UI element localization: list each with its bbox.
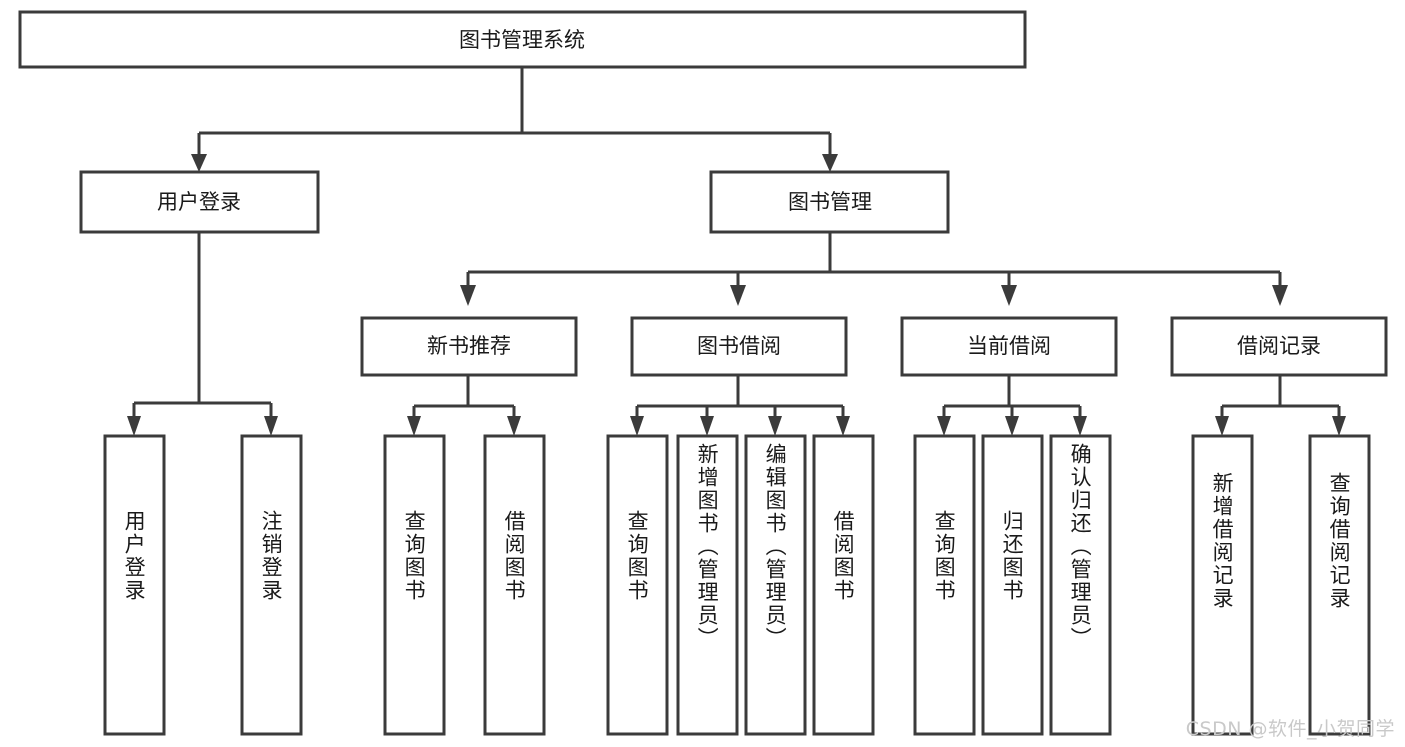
node-box-leaf10[interactable] xyxy=(981,434,1044,736)
arrow-head-login xyxy=(191,154,207,172)
arrow-head-leaf6 xyxy=(700,416,714,436)
arrow-head-leaf11 xyxy=(1073,416,1087,436)
node-box-login[interactable] xyxy=(79,170,320,234)
node-box-leaf8[interactable] xyxy=(812,434,875,736)
node-box-leaf4[interactable] xyxy=(483,434,546,736)
node-label-login: 用户登录 xyxy=(157,190,241,214)
node-box-leaf7[interactable] xyxy=(744,434,807,736)
arrow-head-bookmgmt xyxy=(822,154,838,172)
node-box-leaf9[interactable] xyxy=(913,434,976,736)
arrow-head-records xyxy=(1272,285,1288,306)
node-box-borrow[interactable] xyxy=(630,316,848,377)
csdn-watermark: CSDN @软件_小贺同学 xyxy=(1185,718,1395,740)
node-box-leaf13[interactable] xyxy=(1308,434,1371,736)
arrow-head-leaf1 xyxy=(127,416,141,436)
node-label-bookmgmt: 图书管理 xyxy=(788,190,872,214)
arrow-head-leaf9 xyxy=(937,416,951,436)
arrow-head-leaf10 xyxy=(1005,416,1019,436)
node-box-leaf2[interactable] xyxy=(240,434,303,736)
node-box-leaf1[interactable] xyxy=(103,434,166,736)
arrow-head-current xyxy=(1001,285,1017,306)
arrow-head-leaf3 xyxy=(407,416,421,436)
arrow-head-leaf12 xyxy=(1215,416,1229,436)
node-label-borrow: 图书借阅 xyxy=(697,334,781,358)
node-box-bookmgmt[interactable] xyxy=(709,170,950,234)
arrow-head-newbook xyxy=(460,285,476,306)
node-box-leaf3[interactable] xyxy=(383,434,446,736)
node-box-leaf5[interactable] xyxy=(606,434,669,736)
connector-layer xyxy=(127,67,1346,436)
arrow-head-leaf8 xyxy=(836,416,850,436)
node-label-records: 借阅记录 xyxy=(1237,334,1321,358)
node-box-leaf11[interactable] xyxy=(1049,434,1112,736)
arrow-head-borrow xyxy=(730,285,746,306)
node-box-leaf6[interactable] xyxy=(676,434,739,736)
node-box-records[interactable] xyxy=(1170,316,1388,377)
node-box-current[interactable] xyxy=(900,316,1118,377)
arrow-head-leaf2 xyxy=(264,416,278,436)
node-box-root[interactable] xyxy=(18,10,1027,69)
node-box-leaf12[interactable] xyxy=(1191,434,1254,736)
node-box-newbook[interactable] xyxy=(360,316,578,377)
node-label-root: 图书管理系统 xyxy=(459,28,585,52)
node-layer: 图书管理系统 用户登录 图书管理 新书推荐 图书借阅 当前借阅 借阅记录 xyxy=(18,10,1388,736)
node-label-newbook: 新书推荐 xyxy=(427,334,511,358)
arrow-head-leaf7 xyxy=(768,416,782,436)
arrow-head-leaf4 xyxy=(507,416,521,436)
node-label-current: 当前借阅 xyxy=(967,334,1051,358)
arrow-head-leaf13 xyxy=(1332,416,1346,436)
arrow-head-leaf5 xyxy=(630,416,644,436)
